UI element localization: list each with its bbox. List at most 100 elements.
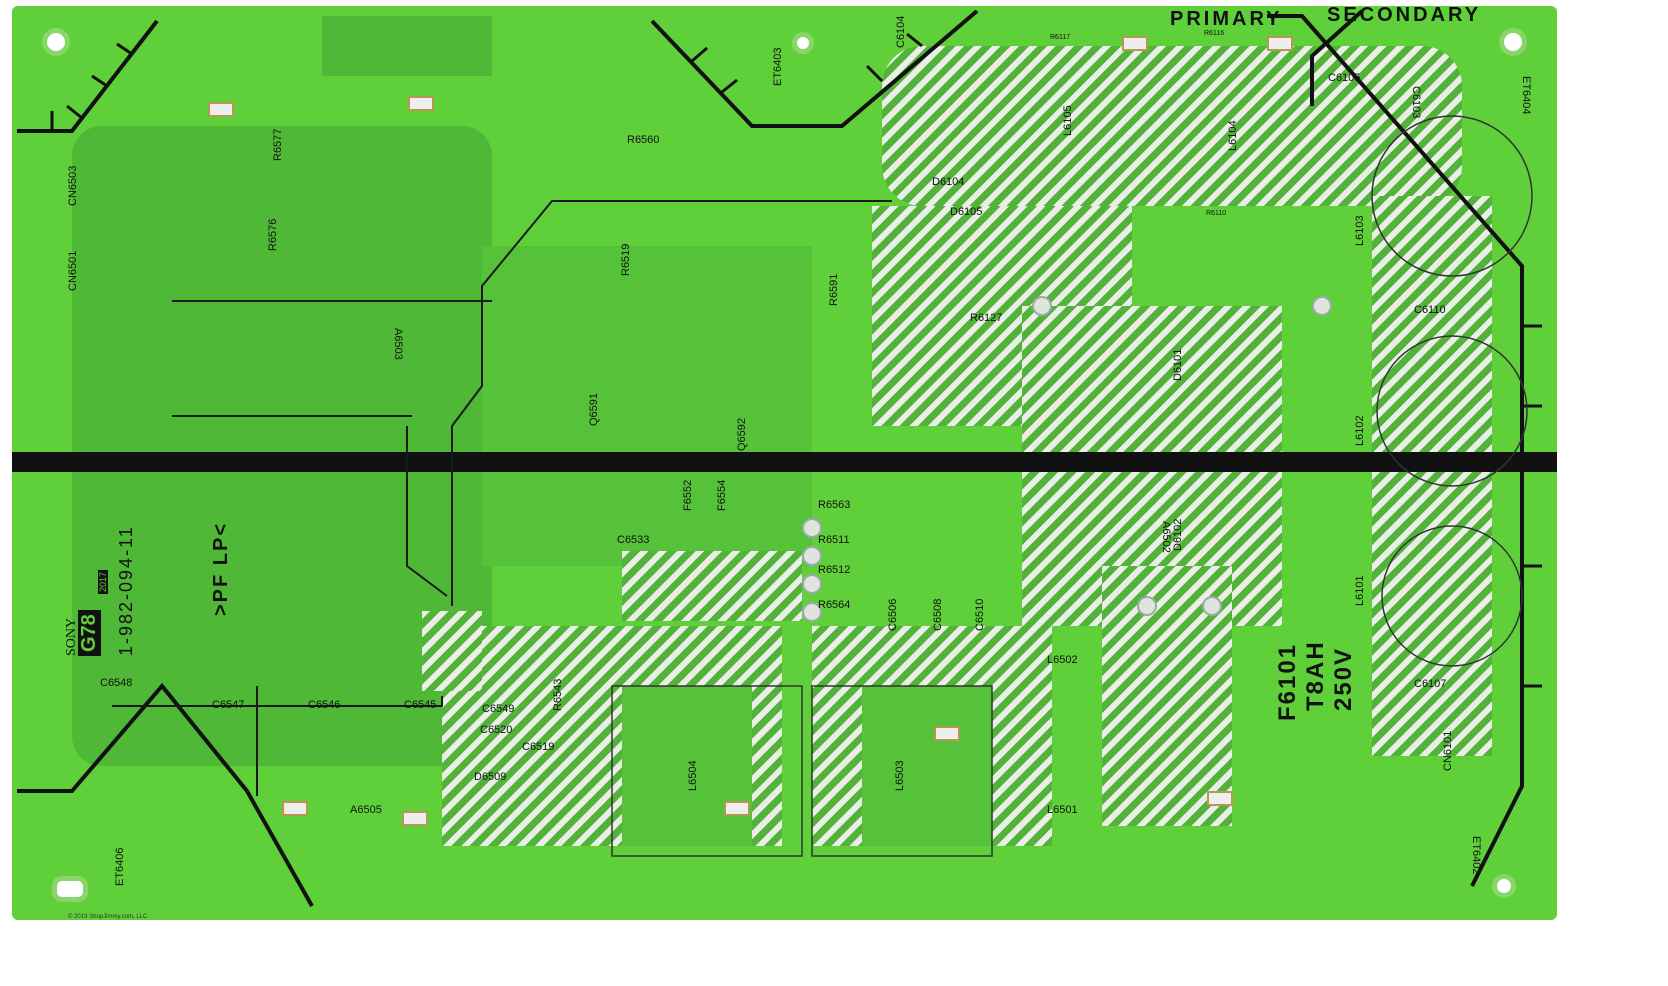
component-ref: F6554 xyxy=(716,479,728,511)
primary-label: PRIMARY xyxy=(1170,8,1283,30)
component-ref: ET6403 xyxy=(772,47,784,86)
smd-pad xyxy=(724,801,750,816)
component-ref: R6519 xyxy=(620,243,632,276)
component-ref: C6105 xyxy=(1328,72,1361,84)
pad xyxy=(802,574,822,594)
pad xyxy=(802,518,822,538)
component-ref: C6103 xyxy=(1410,86,1422,119)
mounting-hole-bl xyxy=(52,876,88,902)
component-ref: C6110 xyxy=(1414,304,1446,316)
hatch-primary-top xyxy=(882,46,1462,206)
copyright: © 2019 ShopJimmy.com, LLC xyxy=(68,914,148,920)
part-number: 1-982-094-11 xyxy=(116,525,136,656)
component-ref: R6543 xyxy=(552,678,564,711)
fuse-ref: F6101 xyxy=(1274,642,1301,721)
component-ref: A6505 xyxy=(350,804,382,816)
hatch-left-small xyxy=(422,611,482,691)
component-ref: ET6402 xyxy=(1470,836,1482,875)
component-ref: D6509 xyxy=(474,771,507,783)
component-ref: C6548 xyxy=(100,677,133,689)
component-ref: D6105 xyxy=(950,206,983,218)
component-ref: CN6501 xyxy=(67,250,79,291)
component-ref: R6117 xyxy=(1050,34,1071,41)
pad xyxy=(1312,296,1332,316)
mounting-hole-tr xyxy=(1499,28,1527,56)
smd-pad xyxy=(1267,36,1293,51)
component-ref: C6533 xyxy=(617,534,650,546)
board-code: G78 xyxy=(78,610,101,656)
component-ref: L6502 xyxy=(1047,654,1078,666)
smd-pad xyxy=(408,96,434,111)
mounting-hole-tl xyxy=(42,28,70,56)
board-year: 2017 xyxy=(98,569,108,594)
ground-plane-mid xyxy=(482,246,812,566)
component-ref: C6107 xyxy=(1414,678,1447,690)
smd-pad xyxy=(282,801,308,816)
pcb-board: PRIMARY SECONDARY F6101 T8AH 250V SONY G… xyxy=(12,6,1557,920)
component-ref: C6545 xyxy=(404,699,437,711)
component-ref: F6552 xyxy=(682,479,694,511)
smd-pad xyxy=(1122,36,1148,51)
component-ref: L6501 xyxy=(1047,804,1078,816)
component-ref: C6510 xyxy=(974,598,986,631)
pad xyxy=(1137,596,1157,616)
component-ref: L6102 xyxy=(1354,415,1366,446)
component-ref: R6576 xyxy=(267,218,279,251)
component-ref: R6110 xyxy=(1206,210,1227,217)
component-ref: C6506 xyxy=(887,598,899,631)
component-ref: CN6101 xyxy=(1442,730,1454,771)
component-ref: C6519 xyxy=(522,741,555,753)
component-ref: C6549 xyxy=(482,703,515,715)
component-ref: CN6503 xyxy=(67,165,79,206)
smd-pad xyxy=(1207,791,1233,806)
component-ref: ET6404 xyxy=(1520,76,1532,115)
label-patch xyxy=(322,16,492,76)
secondary-label: SECONDARY xyxy=(1327,6,1482,26)
component-ref: C6547 xyxy=(212,699,245,711)
component-ref: Q6591 xyxy=(588,392,600,426)
pf-lp-marking: >PF LP< xyxy=(210,521,232,616)
smd-pad xyxy=(934,726,960,741)
trace-layer xyxy=(12,9,1557,907)
inner-plane-l6503 xyxy=(862,686,992,846)
component-ref: A6502 xyxy=(1160,521,1172,553)
component-ref: L6101 xyxy=(1354,575,1366,606)
component-ref: R6560 xyxy=(627,134,660,146)
pad xyxy=(1202,596,1222,616)
component-ref: L6105 xyxy=(1062,105,1074,136)
component-ref: R6591 xyxy=(828,273,840,306)
component-ref: D6101 xyxy=(1172,348,1184,381)
component-ref: C6508 xyxy=(932,598,944,631)
hatch-fb xyxy=(622,551,802,621)
component-ref: R6116 xyxy=(1204,30,1225,37)
component-ref: C6520 xyxy=(480,724,513,736)
inner-plane-l6504 xyxy=(622,686,752,846)
mounting-hole-et6403 xyxy=(792,32,814,54)
pad xyxy=(1032,296,1052,316)
component-ref: A6503 xyxy=(392,328,404,360)
component-ref: L6504 xyxy=(687,760,699,791)
fuse-rating: T8AH xyxy=(1302,640,1329,711)
pad xyxy=(802,546,822,566)
component-ref: R6511 xyxy=(818,534,850,546)
component-ref: L6104 xyxy=(1227,120,1239,151)
component-ref: R6563 xyxy=(818,499,851,511)
component-ref: D6102 xyxy=(1172,518,1184,551)
component-ref: C6104 xyxy=(895,15,907,48)
component-ref: D6104 xyxy=(932,176,965,188)
component-ref: Q6592 xyxy=(736,417,748,451)
isolation-band xyxy=(12,452,1557,472)
component-ref: R6577 xyxy=(272,128,284,161)
mounting-hole-br xyxy=(1492,874,1516,898)
smd-pad xyxy=(208,102,234,117)
component-ref: L6103 xyxy=(1354,215,1366,246)
component-ref: C6546 xyxy=(308,699,341,711)
component-ref: R6564 xyxy=(818,599,851,611)
smd-pad xyxy=(402,811,428,826)
component-ref: ET6406 xyxy=(114,847,126,886)
pad xyxy=(802,602,822,622)
component-ref: L6503 xyxy=(894,760,906,791)
component-ref: R6127 xyxy=(970,312,1003,324)
fuse-voltage: 250V xyxy=(1330,646,1357,711)
component-ref: R6512 xyxy=(818,564,851,576)
